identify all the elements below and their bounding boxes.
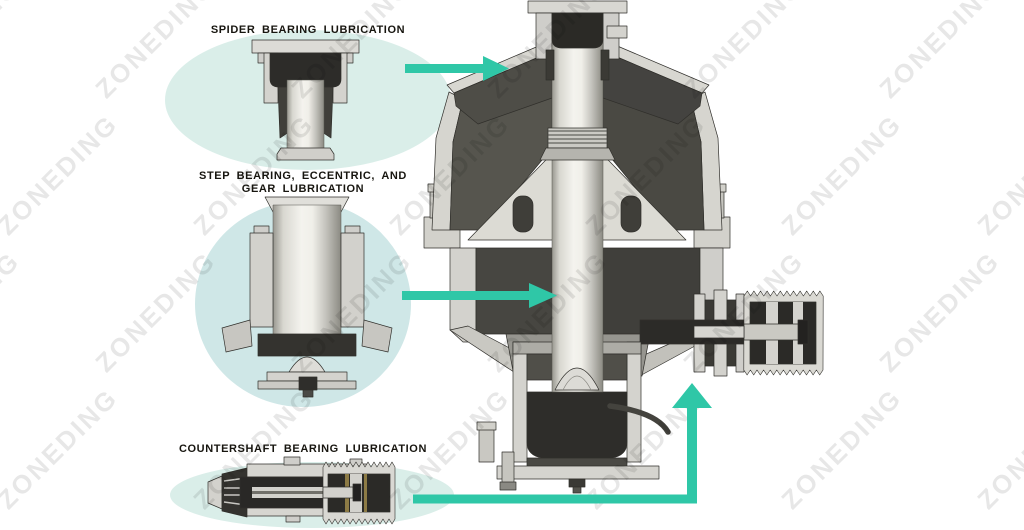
inset-step-bearing — [221, 196, 393, 398]
spider-assembly — [446, 0, 710, 125]
inset-countershaft-bearing — [207, 456, 396, 525]
label-countershaft-bearing: COUNTERSHAFT BEARING LUBRICATION — [178, 443, 428, 455]
inset-spider-bearing — [251, 39, 360, 161]
arrow-spider-bearing — [405, 56, 509, 81]
label-step-line1: STEP BEARING, ECCENTRIC, AND — [199, 170, 407, 182]
spider-cap-bore — [551, 12, 604, 49]
arrow-step-bearing — [402, 283, 557, 308]
label-spider-bearing: SPIDER BEARING LUBRICATION — [210, 24, 406, 36]
shaft-details — [539, 12, 671, 435]
label-step-line2: GEAR LUBRICATION — [241, 182, 365, 195]
countershaft-assembly — [639, 289, 824, 377]
arrow-countershaft-bearing — [413, 383, 712, 504]
main-crusher-cross-section — [423, 0, 824, 494]
label-step-bearing: STEP BEARING, ECCENTRIC, AND GEAR LUBRIC… — [178, 170, 428, 195]
main-shaft — [551, 39, 604, 393]
oil-pipe — [607, 403, 671, 435]
